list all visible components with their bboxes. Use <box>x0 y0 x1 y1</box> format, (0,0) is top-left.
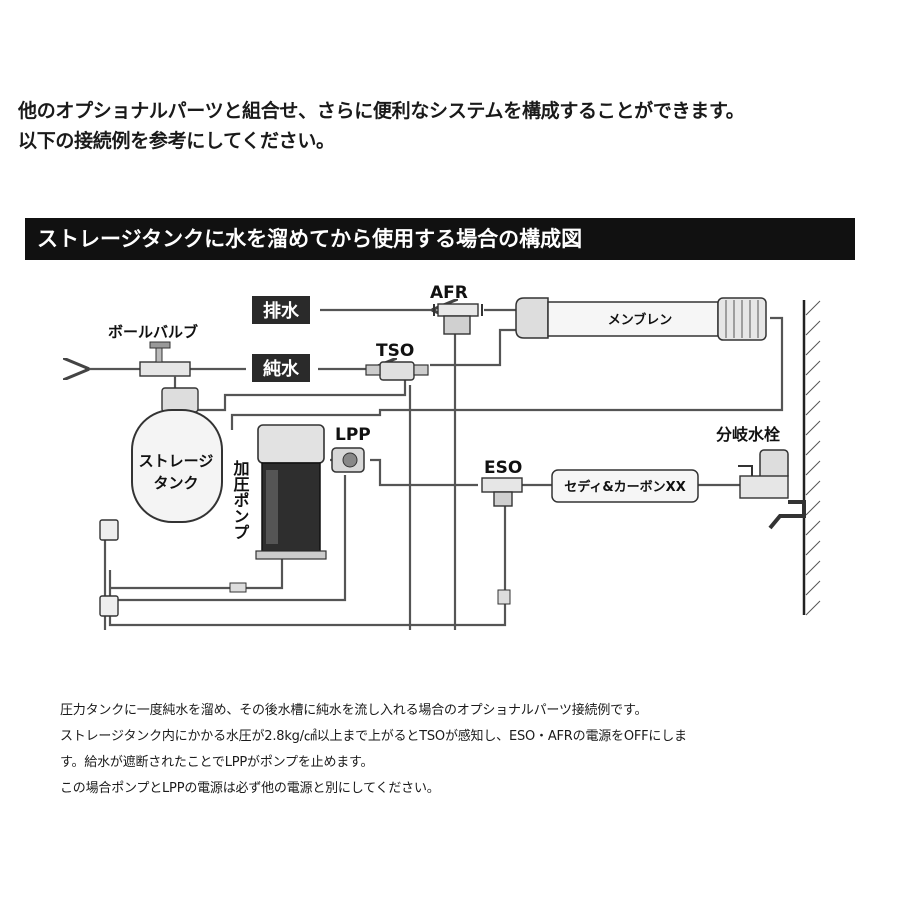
pure-water-label: 純水 <box>252 354 310 382</box>
svg-text:加圧ポンプ: 加圧ポンプ <box>231 460 251 540</box>
svg-text:メンブレン: メンブレン <box>608 312 673 328</box>
branch-faucet: 分岐水栓 <box>716 425 806 530</box>
note-line-2: ストレージタンク内にかかる水圧が2.8kg/㎠以上まで上がるとTSOが感知し、E… <box>60 729 687 744</box>
svg-text:TSO: TSO <box>376 341 414 361</box>
svg-text:純水: 純水 <box>263 358 300 380</box>
note-line-1: 圧力タンクに一度純水を溜め、その後水槽に純水を流し入れる場合のオプショナルパーツ… <box>60 703 648 718</box>
svg-text:AFR: AFR <box>430 283 468 303</box>
svg-text:分岐水栓: 分岐水栓 <box>716 425 781 444</box>
power-adapters <box>99 519 119 617</box>
eso-valve: ESO <box>481 458 523 507</box>
svg-text:排水: 排水 <box>263 300 300 322</box>
drain-label: 排水 <box>252 296 310 324</box>
note-line-4: この場合ポンプとLPPの電源は必ず他の電源と別にしてください。 <box>60 781 440 796</box>
storage-tank: ストレージ タンク <box>131 387 223 523</box>
svg-text:ESO: ESO <box>484 458 522 478</box>
wall <box>802 300 821 616</box>
ball-valve: ボールバルブ <box>108 323 198 395</box>
membrane-housing: メンブレン <box>515 297 767 341</box>
description-notes: 圧力タンクに一度純水を溜め、その後水槽に純水を流し入れる場合のオプショナルパーツ… <box>60 698 860 802</box>
lpp-switch: LPP <box>331 425 371 473</box>
section-banner: ストレージタンクに水を溜めてから使用する場合の構成図 <box>25 218 855 260</box>
line-connectors <box>229 582 511 605</box>
sediment-carbon-filter: セディ&カーボンXX <box>551 469 699 503</box>
svg-text:LPP: LPP <box>335 425 371 445</box>
intro-line-2: 以下の接続例を参考にしてください。 <box>18 130 335 152</box>
intro-line-1: 他のオプショナルパーツと組合せ、さらに便利なシステムを構成することができます。 <box>18 100 745 122</box>
tubing <box>85 310 784 630</box>
note-line-3: す。給水が遮断されたことでLPPがポンプを止めます。 <box>60 755 374 770</box>
intro-text: 他のオプショナルパーツと組合せ、さらに便利なシステムを構成することができます。 … <box>18 96 888 156</box>
svg-text:セディ&カーボンXX: セディ&カーボンXX <box>564 479 685 495</box>
svg-text:ボールバルブ: ボールバルブ <box>108 323 198 341</box>
svg-text:タンク: タンク <box>153 474 198 492</box>
tso-switch: TSO <box>365 341 429 381</box>
svg-text:ストレージ: ストレージ <box>139 452 214 470</box>
connection-diagram: 排水 純水 AFR メンブレン TSO ボールバルブ <box>0 283 821 630</box>
booster-pump: 加圧ポンプ <box>231 424 327 560</box>
afr-valve: AFR <box>430 283 483 335</box>
